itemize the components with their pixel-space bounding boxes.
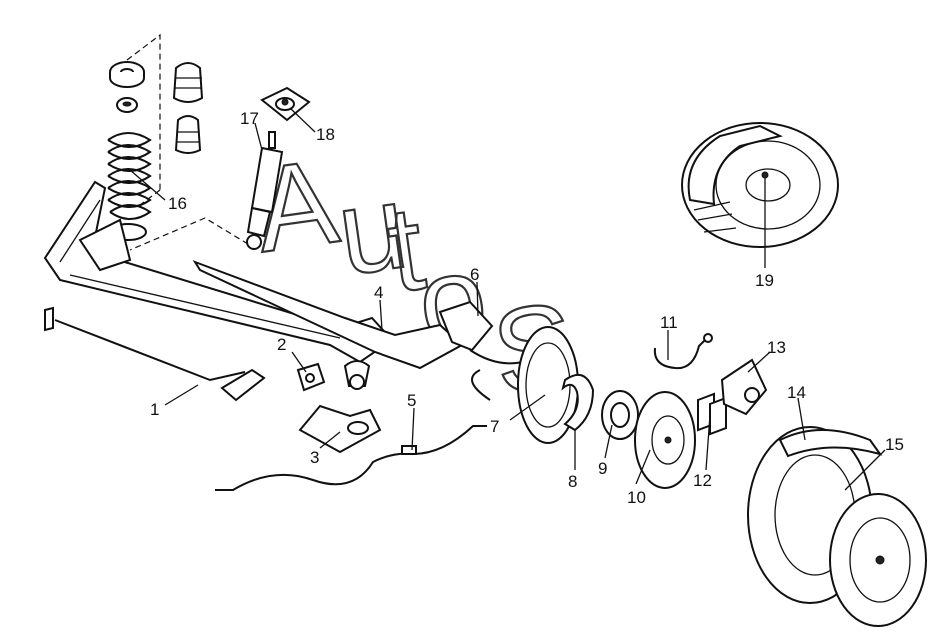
callout-10: 10	[627, 488, 646, 507]
brake-disc	[634, 391, 696, 489]
callout-9: 9	[598, 459, 607, 478]
callout-15: 15	[885, 435, 904, 454]
callout-1: 1	[150, 400, 159, 419]
callout-2: 2	[277, 335, 286, 354]
shock-absorber	[129, 131, 284, 251]
handbrake-cable	[215, 425, 487, 491]
callout-6: 6	[470, 265, 479, 284]
bushing-bracket	[296, 362, 326, 392]
brake-caliper	[720, 358, 768, 416]
brake-shoes	[561, 373, 595, 432]
road-wheel-and-tyre	[747, 426, 927, 627]
wheel-hub	[601, 390, 639, 440]
spare-wheel	[681, 122, 839, 248]
brake-line-bracket	[438, 300, 531, 401]
callout-17: 17	[240, 109, 259, 128]
callout-13: 13	[767, 338, 786, 357]
callout-8: 8	[568, 472, 577, 491]
callout-11: 11	[660, 313, 678, 332]
callout-3: 3	[310, 448, 319, 467]
callout-12: 12	[693, 471, 712, 490]
callout-19: 19	[755, 271, 774, 290]
brake-pads	[697, 392, 727, 436]
callout-4: 4	[374, 283, 383, 302]
rear-axle-beam	[43, 180, 464, 390]
upper-mount	[260, 86, 311, 122]
panhard-rod	[44, 306, 266, 402]
leader-lines	[129, 107, 886, 491]
callout-7: 7	[490, 417, 499, 436]
callout-16: 16	[168, 194, 187, 213]
callout-18: 18	[316, 125, 335, 144]
mounting-bracket	[298, 404, 382, 454]
brake-hose	[653, 333, 713, 370]
callout-5: 5	[407, 391, 416, 410]
callout-14: 14	[787, 383, 806, 402]
callout-labels: 1 2 3 4 5 6 7 8 9 10 11 12 13 14 15 16 1…	[150, 109, 904, 507]
